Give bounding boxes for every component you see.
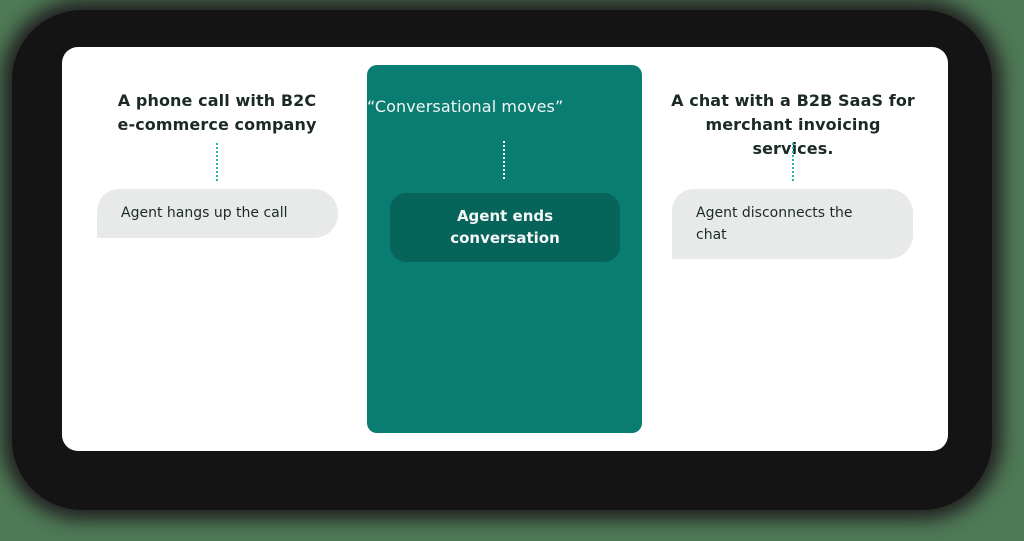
title-line: e-commerce company: [117, 115, 317, 134]
speech-bubble: Agent hangs up the call: [97, 189, 338, 238]
highlight-bubble: Agent ends conversation: [390, 193, 620, 262]
column-title: A phone call with B2C e-commerce company: [97, 89, 337, 137]
bubble-line: Agent disconnects the: [696, 205, 853, 221]
title-line: “Conversational moves”: [367, 97, 564, 116]
dotted-connector: [792, 143, 794, 181]
diagram-card: A phone call with B2C e-commerce company…: [62, 47, 948, 451]
title-line: A phone call with B2C: [117, 91, 317, 110]
bubble-line: Agent ends: [456, 207, 554, 225]
title-line: A chat with a B2B SaaS for: [671, 91, 915, 110]
column-conversational-moves: “Conversational moves” Agent ends conver…: [367, 65, 642, 433]
column-title: “Conversational moves”: [367, 95, 642, 119]
column-chat: A chat with a B2B SaaS for merchant invo…: [669, 47, 917, 451]
column-phone-call: A phone call with B2C e-commerce company…: [97, 47, 338, 451]
speech-bubble: Agent disconnects the chat: [672, 189, 913, 259]
bubble-line: conversation: [450, 229, 560, 247]
dotted-connector: [216, 143, 218, 181]
bubble-line: chat: [696, 227, 727, 243]
column-title: A chat with a B2B SaaS for merchant invo…: [669, 89, 917, 161]
dotted-connector: [503, 141, 505, 179]
